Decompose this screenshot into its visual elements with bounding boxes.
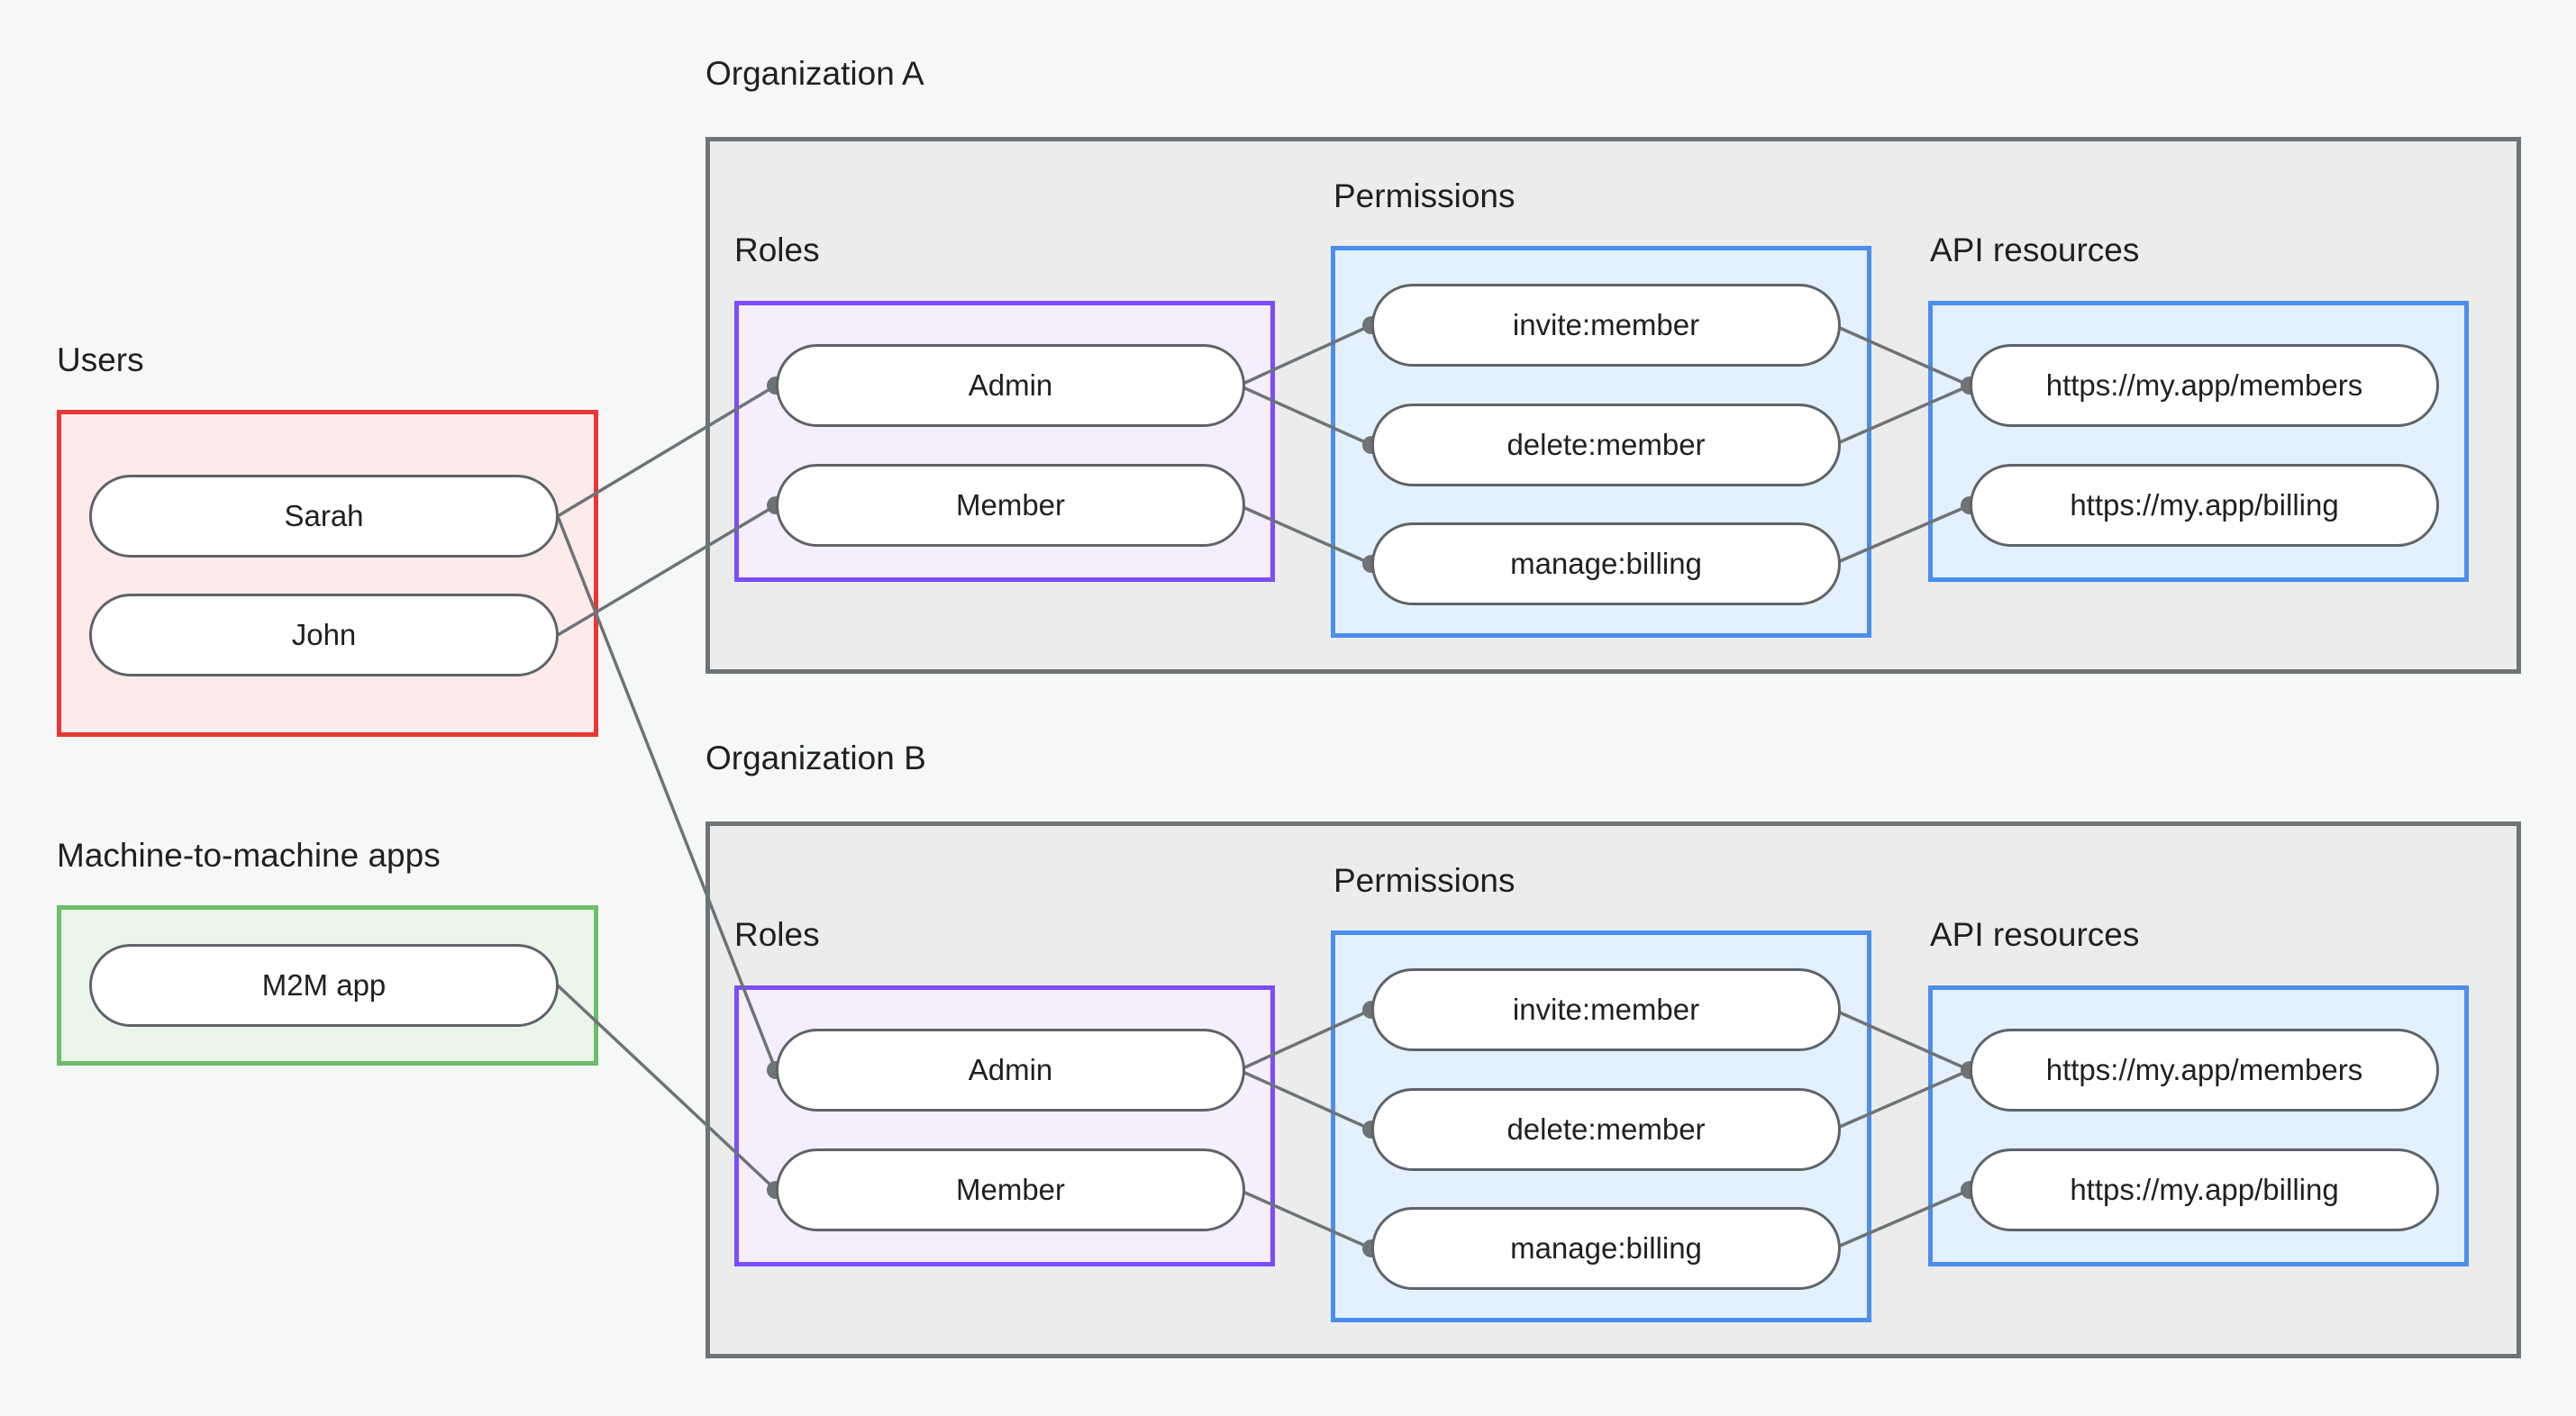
user-node-sarah[interactable]: Sarah xyxy=(89,475,559,558)
org-b-role-member[interactable]: Member xyxy=(776,1148,1245,1231)
org-a-permission-manage-billing[interactable]: manage:billing xyxy=(1371,522,1841,605)
users-group-box xyxy=(57,410,598,737)
org-b-role-member-label: Member xyxy=(955,1173,1066,1206)
org-a-api-resource-billing[interactable]: https://my.app/billing xyxy=(1970,464,2439,547)
org-b-permissions-caption: Permissions xyxy=(1334,862,1516,899)
user-node-john[interactable]: John xyxy=(89,594,559,676)
org-a-permission-manage-billing-label: manage:billing xyxy=(1510,547,1702,580)
org-a-api-resource-billing-label: https://my.app/billing xyxy=(2070,488,2339,522)
org-a-api-resource-members[interactable]: https://my.app/members xyxy=(1970,344,2439,427)
org-b-permission-invite-member-label: invite:member xyxy=(1512,993,1700,1026)
org-a-role-admin[interactable]: Admin xyxy=(776,344,1245,427)
org-a-permission-invite-member[interactable]: invite:member xyxy=(1371,284,1841,367)
org-a-role-member-label: Member xyxy=(955,488,1066,522)
org-a-api-resource-members-label: https://my.app/members xyxy=(2045,368,2363,402)
org-b-permission-manage-billing-label: manage:billing xyxy=(1510,1231,1702,1265)
org-a-role-admin-label: Admin xyxy=(968,368,1053,402)
organization-b-caption: Organization B xyxy=(705,740,926,776)
org-b-role-admin-label: Admin xyxy=(968,1053,1053,1086)
org-a-permission-delete-member[interactable]: delete:member xyxy=(1371,404,1841,486)
org-b-role-admin[interactable]: Admin xyxy=(776,1029,1245,1112)
users-caption: Users xyxy=(57,341,144,378)
user-node-sarah-label: Sarah xyxy=(284,499,364,532)
org-b-permission-manage-billing[interactable]: manage:billing xyxy=(1371,1207,1841,1290)
org-b-permission-delete-member-label: delete:member xyxy=(1506,1112,1706,1146)
org-b-roles-caption: Roles xyxy=(734,916,820,953)
org-a-permission-invite-member-label: invite:member xyxy=(1512,308,1700,341)
org-a-api-resources-caption: API resources xyxy=(1930,231,2140,268)
org-a-role-member[interactable]: Member xyxy=(776,464,1245,547)
m2m-node-app[interactable]: M2M app xyxy=(89,944,559,1027)
org-b-api-resource-billing-label: https://my.app/billing xyxy=(2070,1173,2339,1206)
org-a-permission-delete-member-label: delete:member xyxy=(1506,428,1706,461)
org-a-permissions-caption: Permissions xyxy=(1334,177,1516,214)
org-b-api-resource-members-label: https://my.app/members xyxy=(2045,1053,2363,1086)
org-a-roles-caption: Roles xyxy=(734,231,820,268)
org-b-api-resource-members[interactable]: https://my.app/members xyxy=(1970,1029,2439,1112)
m2m-node-app-label: M2M app xyxy=(261,968,387,1002)
org-b-api-resources-caption: API resources xyxy=(1930,916,2140,953)
user-node-john-label: John xyxy=(291,618,357,651)
organization-a-caption: Organization A xyxy=(705,55,924,92)
org-b-permission-invite-member[interactable]: invite:member xyxy=(1371,968,1841,1051)
m2m-caption: Machine-to-machine apps xyxy=(57,837,441,874)
org-b-permission-delete-member[interactable]: delete:member xyxy=(1371,1088,1841,1171)
org-b-api-resource-billing[interactable]: https://my.app/billing xyxy=(1970,1148,2439,1231)
